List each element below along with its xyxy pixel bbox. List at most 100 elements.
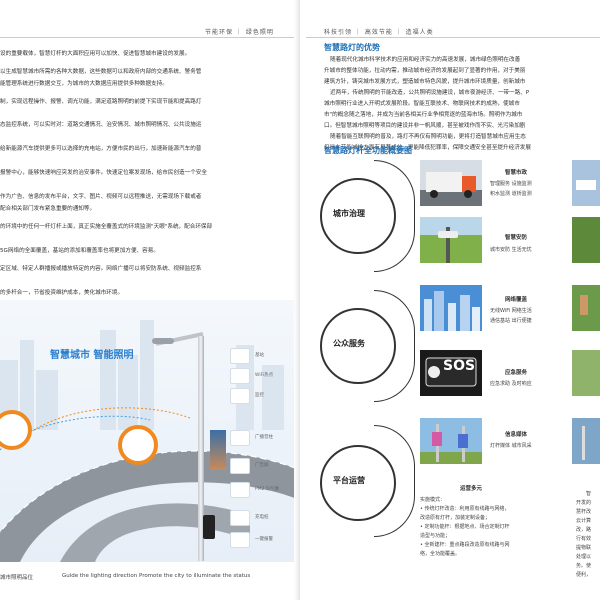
- ops-line: • 全新建杆：重点路段改造原有线路与网: [420, 542, 510, 548]
- section-title-overview: 智慧路灯杆全功能概要图: [324, 146, 412, 155]
- ops-line: • 定制功能杆：根据地点、场合定制灯杆: [420, 524, 510, 530]
- right-paragraph-4: 近两年，传统照明的节能改造，公共照明设施建设，城市夜游经济、一带一路、P: [330, 90, 530, 96]
- item-title: 智慧市政: [505, 170, 528, 176]
- edge-text: 开发的: [576, 500, 592, 506]
- item-title: 网络覆盖: [505, 297, 528, 303]
- street-lamp-head: [152, 338, 174, 344]
- right-paragraph-6: 市"的概念随之落地，并成为当前各相关行业争相竞逐的蓝海市场。照明作为城市: [324, 112, 523, 118]
- left-paragraph-2: 以生成智慧城市所需的各种大数据，这些数据可以和政府内部的交通系统、警务管: [0, 69, 202, 75]
- badge-icon: [230, 458, 250, 474]
- group-label: 平台运营: [333, 476, 365, 485]
- smart-city-illustration: 智慧城市 智能照明 基站 WiFi热点 监控 广播音柱 广告屏 PM2.5/气象…: [0, 300, 300, 562]
- ops-line: 实施模式：: [420, 497, 446, 503]
- left-footer-english: Guide the lighting direction Promote the…: [62, 573, 251, 579]
- edge-photo: [572, 418, 600, 464]
- sos-label: SOS: [443, 358, 476, 374]
- left-paragraph-1: 设的重要载体，智慧灯杆的大面积应用可以加快、促进智慧城市建设的发展。: [0, 51, 191, 57]
- left-paragraph-11: 5G网络的全面覆盖，基站的添加和覆盖率也将更加方便、容易。: [0, 248, 159, 254]
- item-desc: 应急求助 及时响应: [490, 381, 532, 387]
- badge-label: WiFi热点: [255, 373, 274, 378]
- item-desc: 积水监测 道桥监测: [490, 191, 532, 197]
- charging-box-graphic: [203, 515, 215, 539]
- ops-line: • 传统灯杆改造：利用原有线路与网络，: [420, 506, 510, 512]
- edge-text: 处理以: [576, 554, 592, 560]
- badge-label: 基站: [255, 353, 264, 358]
- city-network-photo: [420, 285, 482, 331]
- item-title: 运营多元: [460, 486, 483, 492]
- badge-icon: [230, 348, 250, 364]
- left-paragraph-8: 作为广告、信息的发布平台，文字、图片、视频可以远程推送，无需现场下载或者: [0, 194, 202, 200]
- edge-text: 务。使: [576, 563, 592, 569]
- left-paragraph-7: 报警中心，能够快速响应突发的治安事件。快速定位案发现场，给市民创造一个安全: [0, 170, 207, 176]
- badge-label: 广告屏: [255, 463, 269, 468]
- right-paragraph-2: 升城市的整体功能，拉动内需，推动城市经济的发展起到了显著的作用，对于美丽: [324, 68, 526, 74]
- left-paragraph-6: 给新能源汽车提供更多可以选择的充电站，方便市民的出行，加速新能源汽车的普: [0, 146, 202, 152]
- edge-photo: [572, 217, 600, 263]
- ad-screen-graphic: [210, 430, 226, 470]
- item-desc: 城市安防 生活无忧: [490, 247, 532, 253]
- right-header-rule: [306, 37, 600, 38]
- item-title: 应急服务: [505, 370, 528, 376]
- badge-label: PM2.5/气象: [255, 487, 280, 492]
- group-label: 公众服务: [333, 339, 365, 348]
- ops-line: 造型与功能；: [420, 533, 451, 539]
- right-page-header: 科技引领 ｜ 高效节能 ｜ 造福人类: [324, 29, 434, 36]
- item-title: 信息媒体: [505, 432, 528, 438]
- left-paragraph-13: 的多杆合一，节省投资维护成本，美化城市环境。: [0, 290, 124, 296]
- charging-pin-icon: [0, 410, 32, 450]
- municipal-truck-photo: [420, 160, 482, 206]
- security-camera-photo: [420, 217, 482, 263]
- badge-label: 监控: [255, 393, 264, 398]
- right-paragraph-3: 建筑方针，铸突城市发展方式，塑造城市特色风貌，提升城市环境质量，创新城市: [324, 79, 526, 85]
- left-paragraph-3: 能管理系统进行数据交互，为城市的大数据应用提供多种数据支持。: [0, 81, 168, 87]
- right-paragraph-1: 随着现代化城市科学技术的应用和经济实力的高速发展，城市绿色照明在改善: [330, 57, 521, 63]
- badge-icon: [230, 532, 250, 548]
- right-paragraph-9: 仅是在节能减排方面有显著成效，更能降低犯罪率，保障交通安全甚至提升经济发展: [324, 145, 531, 151]
- edge-photo: [572, 160, 600, 206]
- right-paragraph-5: 城市照明行业进入开明式发展阶段。智能互联技术、物联网技术的成熟，使城市: [324, 101, 520, 107]
- edge-photo: [572, 285, 600, 331]
- left-paragraph-12: 定区域、特定人群播报或播放特定的内容。网络广播可以将安防系统、视频监控系: [0, 266, 202, 272]
- left-header-rule: [0, 37, 294, 38]
- edge-text: 行有效: [576, 536, 592, 542]
- section-title-advantages: 智慧路灯的优势: [324, 43, 380, 52]
- right-paragraph-8: 随着智能互联照明的普及，路灯不再仅有照明功能，更将打造智慧城市应用生态: [330, 134, 526, 140]
- edge-photo: [572, 350, 600, 396]
- item-desc: 通信基站 出行便捷: [490, 318, 532, 324]
- badge-icon: [230, 482, 250, 498]
- group-label: 城市治理: [333, 209, 365, 218]
- badge-icon: [230, 388, 250, 404]
- device-pin-icon: [118, 425, 158, 465]
- illustration-title: 智慧城市 智能照明: [50, 350, 134, 361]
- badge-label: 一键报警: [255, 537, 273, 542]
- badge-icon: [230, 510, 250, 526]
- edge-text: 改，路: [576, 527, 592, 533]
- left-page-header: 节能环保 ｜ 绿色照明: [205, 29, 274, 36]
- ops-line: 络，全功能覆盖。: [420, 551, 461, 557]
- ops-line: 改造原有灯杆，加装定制设备；: [420, 515, 491, 521]
- smart-pole: [198, 336, 204, 561]
- edge-text: 慧杆改: [576, 509, 592, 515]
- badge-label: 广播音柱: [255, 435, 273, 440]
- left-paragraph-5: 态监控系统，可以实时对：道路交通情况、治安情况、城市照明情况、公共设施运: [0, 122, 202, 128]
- edge-text: 云计算: [576, 518, 592, 524]
- badge-label: 充电桩: [255, 515, 269, 520]
- left-page: 节能环保 ｜ 绿色照明 设的重要载体，智慧灯杆的大面积应用可以加快、促进智慧城市…: [0, 29, 300, 581]
- badge-icon: [230, 430, 250, 446]
- badge-icon: [230, 368, 250, 384]
- left-footer: 城市照明品位: [0, 575, 34, 581]
- right-paragraph-7: 口。但智慧城市照明等项目的建设并非一帆风顺，甚至被戏作而不实、光污染加剧: [324, 123, 526, 129]
- item-desc: 灯杆媒体 城市风采: [490, 443, 532, 449]
- item-title: 智慧安防: [505, 235, 528, 241]
- left-paragraph-9: 配合相关部门发布紧急重要的通知等。: [0, 206, 96, 212]
- left-paragraph-4: 制，实现远程操作、报警、调光功能，满足道路照明的前提下实现节能和提高路灯: [0, 99, 202, 105]
- edge-text: 智: [586, 491, 592, 497]
- left-paragraph-10: 的环境中的任何一杆灯杆上面，真正实施全覆盖式的环境监测"天眼"系统，配合环保部: [0, 224, 213, 230]
- sos-button-photo: [420, 350, 482, 396]
- item-desc: 智理服务 设施监测: [490, 181, 532, 187]
- media-pole-photo: [420, 418, 482, 464]
- item-desc: 无线WiFi 网络生活: [490, 308, 532, 314]
- edge-text: 提物联: [576, 545, 592, 551]
- edge-text: 便利，: [576, 572, 592, 578]
